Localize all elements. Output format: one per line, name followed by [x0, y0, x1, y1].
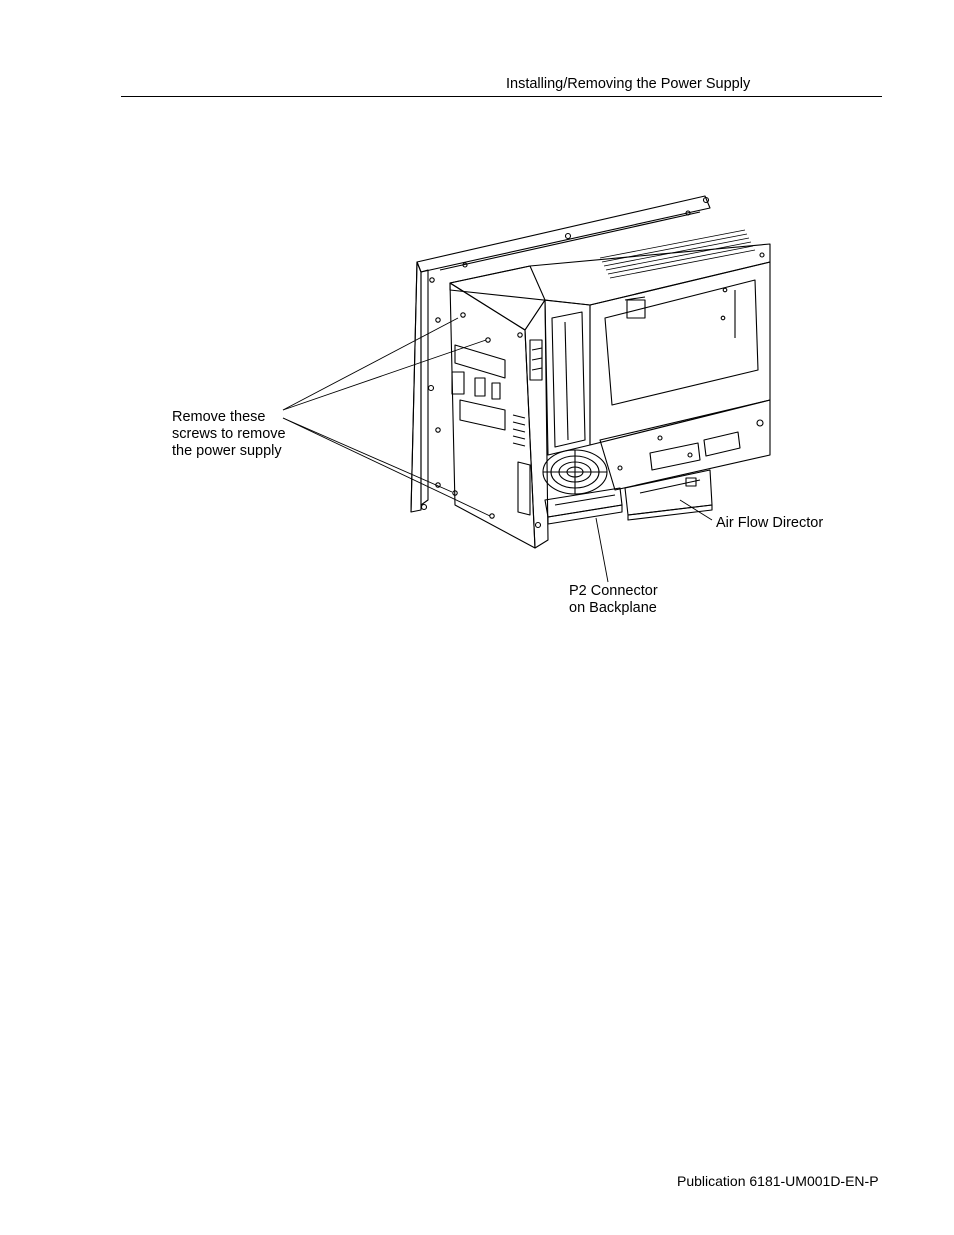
leader-lines	[282, 317, 713, 583]
vent-grille	[599, 229, 756, 279]
p2-connector	[544, 487, 623, 525]
callout-air-flow-director: Air Flow Director	[716, 515, 824, 531]
callout-line: the power supply	[172, 443, 282, 459]
callout-line: Remove these	[172, 409, 266, 425]
callout-line: on Backplane	[569, 600, 657, 616]
fan-guard	[542, 449, 608, 495]
chassis-top	[449, 243, 771, 446]
air-flow-director	[599, 399, 771, 521]
callout-p2-connector: P2 Connector on Backplane	[569, 583, 658, 617]
callout-line: screws to remove	[172, 426, 286, 442]
callout-remove-screws: Remove these screws to remove the power …	[172, 409, 286, 460]
running-head: Installing/Removing the Power Supply	[506, 76, 751, 92]
header-rule	[121, 96, 882, 97]
publication-footer: Publication 6181-UM001D-EN-P	[677, 1173, 879, 1189]
callout-line: P2 Connector	[569, 583, 658, 599]
card-slot	[529, 299, 591, 456]
power-supply-module	[449, 265, 549, 549]
front-bezel	[410, 195, 711, 513]
